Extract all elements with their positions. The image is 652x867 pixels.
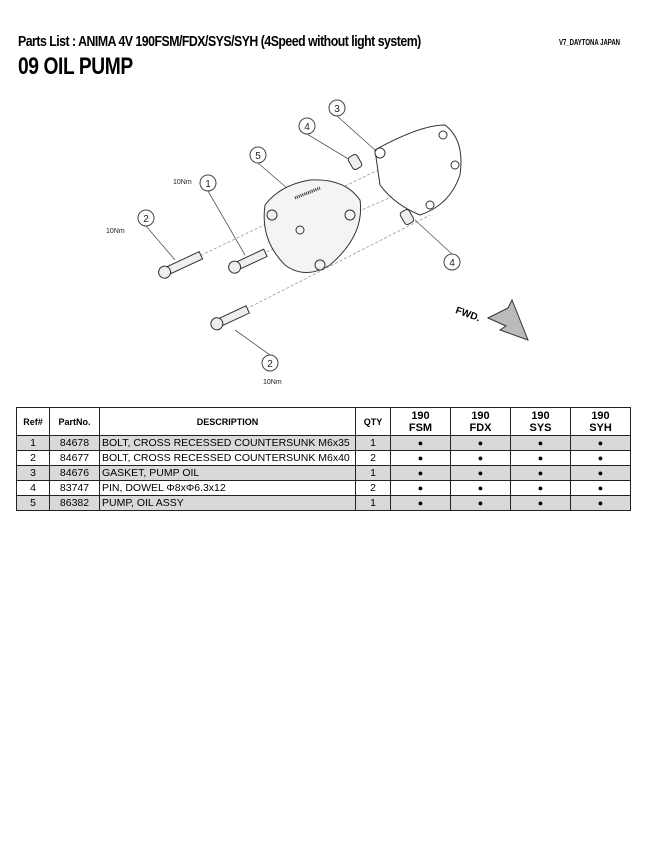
dowel-pins: [347, 154, 415, 225]
row-qty: 2: [355, 480, 391, 496]
oil-pump-part: [263, 179, 362, 273]
row-part-no: 84677: [49, 450, 100, 466]
applicability-syh: ●: [570, 495, 631, 511]
torque-label: 10Nm: [173, 179, 192, 186]
applicability-syh: ●: [570, 465, 631, 481]
callout-4: 4: [449, 258, 455, 269]
callout-2: 2: [143, 214, 149, 225]
callouts: [137, 99, 461, 372]
callout-3: 3: [334, 104, 340, 115]
fwd-label: FWD.: [454, 305, 482, 324]
row-qty: 1: [355, 435, 391, 451]
row-qty: 1: [355, 465, 391, 481]
applicability-fdx: ●: [450, 480, 511, 496]
row-ref: 3: [16, 465, 50, 481]
callout-5: 5: [255, 151, 261, 162]
row-ref: 4: [16, 480, 50, 496]
row-part-no: 86382: [49, 495, 100, 511]
applicability-syh: ●: [570, 435, 631, 451]
applicability-fsm: ●: [390, 450, 451, 466]
brand-label: V7_DAYTONA JAPAN: [559, 38, 621, 47]
applicability-fdx: ●: [450, 450, 511, 466]
applicability-fsm: ●: [390, 465, 451, 481]
applicability-fsm: ●: [390, 495, 451, 511]
torque-label: 10Nm: [263, 379, 282, 386]
row-description: GASKET, PUMP OIL: [99, 465, 356, 481]
applicability-fdx: ●: [450, 465, 511, 481]
applicability-syh: ●: [570, 480, 631, 496]
callout-2: 2: [267, 359, 273, 370]
header-qty: QTY: [355, 407, 391, 436]
row-ref: 2: [16, 450, 50, 466]
row-part-no: 84678: [49, 435, 100, 451]
row-part-no: 83747: [49, 480, 100, 496]
row-description: BOLT, CROSS RECESSED COUNTERSUNK M6x40: [99, 450, 356, 466]
document-title: Parts List : ANIMA 4V 190FSM/FDX/SYS/SYH…: [18, 33, 421, 50]
exploded-diagram: 1 2 2 3 4 4 5 10Nm 10Nm 10Nm FWD.: [106, 99, 529, 386]
row-description: BOLT, CROSS RECESSED COUNTERSUNK M6x35: [99, 435, 356, 451]
applicability-fsm: ●: [390, 435, 451, 451]
applicability-sys: ●: [510, 480, 571, 496]
applicability-sys: ●: [510, 435, 571, 451]
row-qty: 1: [355, 495, 391, 511]
applicability-sys: ●: [510, 495, 571, 511]
applicability-fdx: ●: [450, 495, 511, 511]
gasket-part: [374, 124, 462, 216]
bolts: [158, 248, 268, 331]
fwd-arrow-icon: FWD.: [454, 298, 529, 341]
callout-4: 4: [304, 122, 310, 133]
applicability-fdx: ●: [450, 435, 511, 451]
row-description: PIN, DOWEL Φ8xΦ6.3x12: [99, 480, 356, 496]
section-title: 09 OIL PUMP: [18, 53, 133, 80]
header-ref: Ref#: [16, 407, 50, 436]
applicability-sys: ●: [510, 450, 571, 466]
callout-1: 1: [205, 179, 211, 190]
row-qty: 2: [355, 450, 391, 466]
row-ref: 1: [16, 435, 50, 451]
row-part-no: 84676: [49, 465, 100, 481]
applicability-syh: ●: [570, 450, 631, 466]
header-part-no: PartNo.: [49, 407, 100, 436]
applicability-sys: ●: [510, 465, 571, 481]
torque-label: 10Nm: [106, 228, 125, 235]
applicability-fsm: ●: [390, 480, 451, 496]
header-description: DESCRIPTION: [99, 407, 356, 436]
row-ref: 5: [16, 495, 50, 511]
row-description: PUMP, OIL ASSY: [99, 495, 356, 511]
